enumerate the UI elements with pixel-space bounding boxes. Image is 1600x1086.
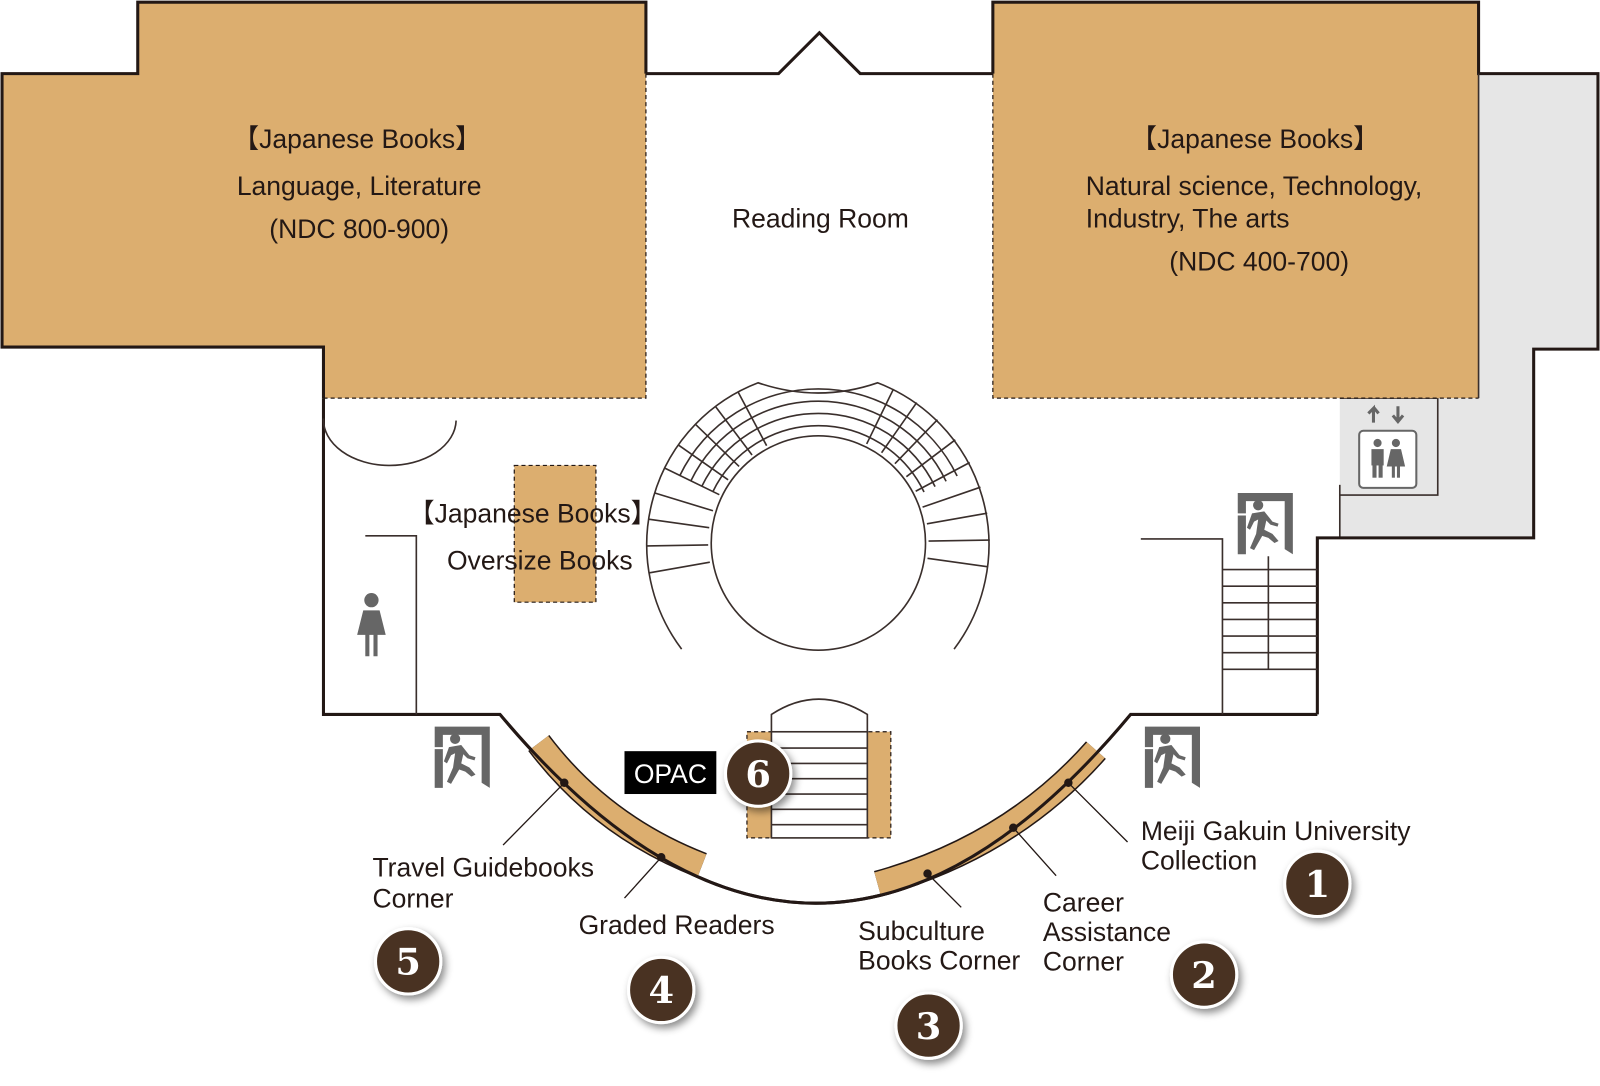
travel-label-1: Travel Guidebooks [372, 853, 594, 883]
career-label-2: Assistance [1043, 917, 1171, 947]
left-area-ndc: (NDC 800-900) [269, 214, 449, 244]
career-label-3: Corner [1043, 947, 1124, 977]
marker-3-number: 3 [916, 1005, 942, 1048]
travel-label-2: Corner [372, 883, 453, 913]
stair-tread [646, 544, 709, 547]
emergency-exit-icon [434, 726, 490, 788]
opac-label: OPAC [634, 759, 707, 789]
meiji-label-1: Meiji Gakuin University [1141, 816, 1411, 846]
oversize-books-shelf[interactable]: 【Japanese Books】 Oversize Books [408, 464, 657, 603]
shelf-subculture-career-meiji[interactable] [874, 741, 1106, 897]
right-area-subject-1: Natural science, Technology, [1086, 171, 1423, 201]
marker-3[interactable]: 3 [894, 991, 963, 1060]
marker-4[interactable]: 4 [627, 955, 696, 1025]
left-area-subject: Language, Literature [237, 171, 482, 201]
marker-1[interactable]: 1 [1283, 849, 1352, 918]
career-label-1: Career [1043, 887, 1124, 917]
stair-arc [678, 388, 958, 477]
stair-tread [928, 539, 990, 542]
right-area-ndc: (NDC 400-700) [1169, 247, 1349, 277]
marker-1-number: 1 [1305, 863, 1331, 906]
marker-6-number: 6 [745, 753, 771, 796]
marker-5-number: 5 [395, 941, 421, 984]
stair-tread [915, 461, 971, 492]
female-restroom-icon [357, 593, 386, 657]
meiji-label-2: Collection [1141, 846, 1257, 876]
right-area-title: 【Japanese Books】 [1131, 124, 1380, 154]
right-area-subject-2: Industry, The arts [1086, 204, 1290, 234]
marker-2-number: 2 [1191, 954, 1217, 997]
oversize-label: Oversize Books [447, 546, 633, 576]
left-book-area[interactable]: 【Japanese Books】 Language, Literature (N… [0, 0, 648, 399]
stair-tread [649, 561, 710, 574]
stair-tread [737, 391, 768, 447]
stair-tread [654, 492, 714, 512]
elevator-icon [1367, 404, 1405, 424]
outer-wall [645, 30, 993, 76]
subculture-label-2: Books Corner [858, 946, 1020, 976]
stair-tread [880, 402, 918, 454]
spiral-staircase [646, 381, 990, 651]
emergency-exit-icon [1144, 726, 1200, 788]
subculture-label-1: Subculture [858, 916, 985, 946]
stair-tread [663, 467, 720, 496]
shelf-travel-graded[interactable] [528, 734, 707, 878]
stair-tread [905, 439, 956, 478]
left-area-title: 【Japanese Books】 [233, 124, 482, 154]
stair-tread [894, 419, 939, 465]
marker-4-number: 4 [648, 969, 674, 1012]
stair-tread [694, 423, 740, 468]
stair-tread [922, 486, 981, 508]
emergency-exit-icon [1237, 493, 1293, 555]
restroom-icon [1358, 429, 1418, 489]
stair-tread [927, 557, 989, 568]
opac-terminal[interactable]: OPAC [624, 751, 717, 795]
stair-arc [689, 400, 947, 482]
stair-arc [700, 412, 936, 487]
oversize-title: 【Japanese Books】 [408, 499, 657, 529]
stair-tread [714, 405, 753, 456]
graded-label: Graded Readers [579, 910, 775, 940]
stair-tread [926, 512, 988, 525]
marker-6[interactable]: 6 [723, 739, 793, 808]
right-book-area[interactable]: 【Japanese Books】 Natural science, Techno… [991, 0, 1600, 715]
marker-2[interactable]: 2 [1169, 940, 1239, 1009]
east-stairs [1140, 538, 1318, 715]
reading-room-label: Reading Room [732, 204, 909, 234]
stair-tread [865, 388, 895, 445]
stair-tread [677, 444, 729, 481]
leader-lines [502, 778, 1129, 908]
marker-5[interactable]: 5 [373, 927, 443, 996]
stair-tread [648, 518, 710, 529]
stair-arc [711, 424, 925, 493]
